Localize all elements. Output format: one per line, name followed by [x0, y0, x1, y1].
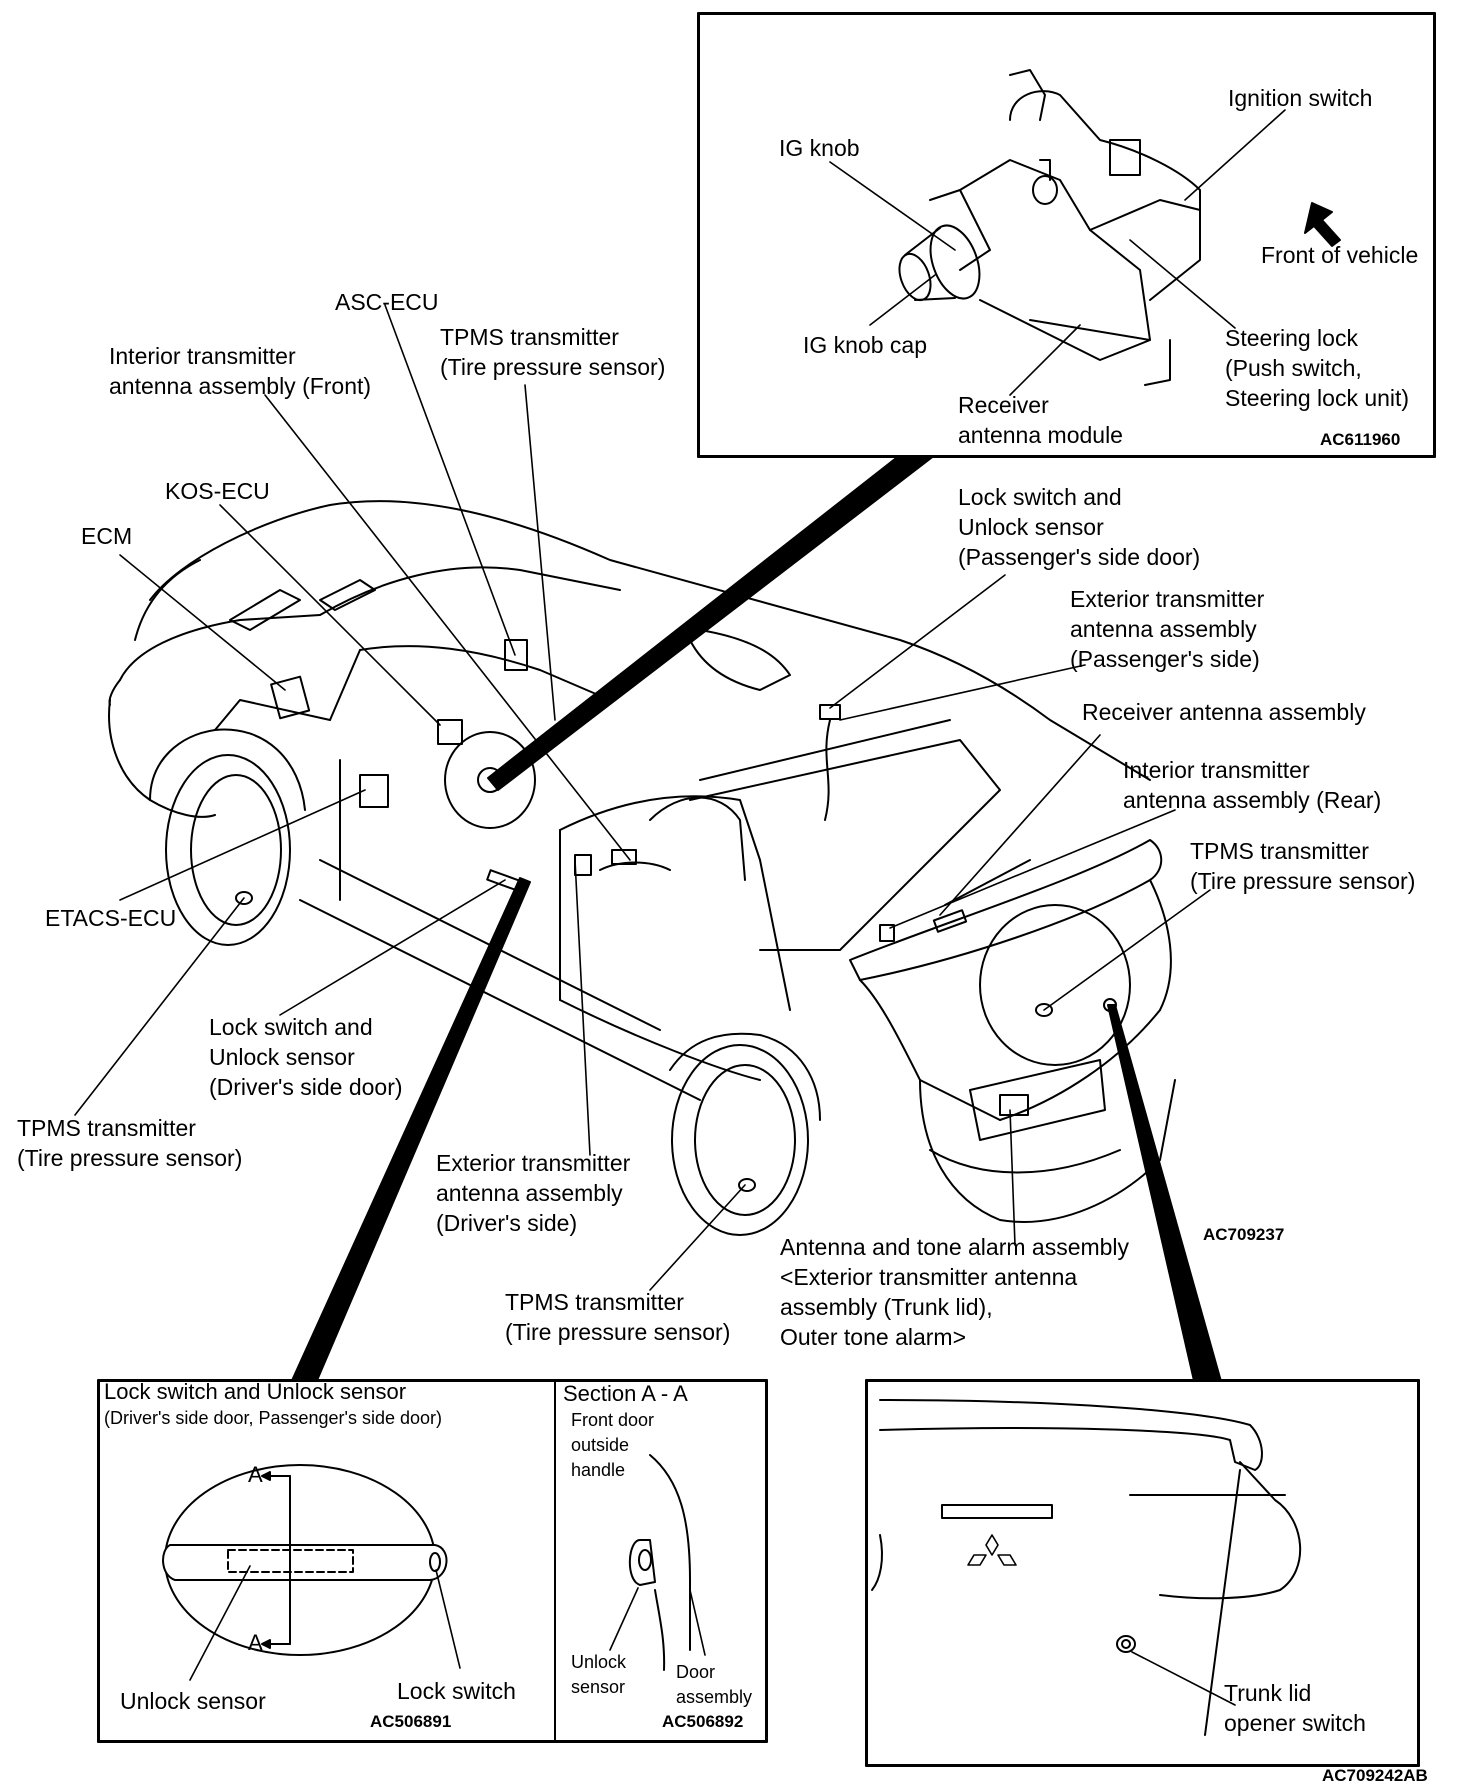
- label-lock-switch: Lock switch: [397, 1678, 516, 1704]
- label-tpms-front-left: TPMS transmitter (Tire pressure sensor): [17, 1115, 243, 1171]
- section-marker-bottom: A: [248, 1630, 263, 1655]
- label-trunk-switch: Trunk lid opener switch: [1224, 1680, 1366, 1736]
- inset-lock-switch: [98, 1380, 767, 1742]
- inset-top-leaders: [829, 109, 1286, 396]
- label-receiver-antenna-assembly: Receiver antenna assembly: [1082, 699, 1366, 725]
- label-tpms-rear-left: TPMS transmitter (Tire pressure sensor): [505, 1289, 731, 1345]
- section-title: Section A - A: [563, 1381, 688, 1406]
- code-inset-left: AC506891: [370, 1712, 452, 1731]
- label-exterior-passenger: Exterior transmitter antenna assembly (P…: [1070, 586, 1265, 672]
- label-etacs-ecu: ETACS-ECU: [45, 905, 177, 931]
- label-ig-knob-cap: IG knob cap: [803, 332, 928, 358]
- label-lock-driver: Lock switch and Unlock sensor (Driver's …: [209, 1014, 403, 1100]
- code-inset-section: AC506892: [662, 1712, 744, 1731]
- inset-left-title: Lock switch and Unlock sensor: [104, 1379, 407, 1404]
- label-section-unlock-sensor: Unlock sensor: [571, 1652, 627, 1697]
- code-main: AC709237: [1203, 1225, 1285, 1244]
- inset-top: [698, 13, 1435, 457]
- label-interior-rear: Interior transmitter antenna assembly (R…: [1123, 757, 1382, 813]
- inset-left-subtitle: (Driver's side door, Passenger's side do…: [104, 1408, 443, 1428]
- leader-lines: [74, 304, 1211, 1291]
- section-marker-top: A: [248, 1462, 263, 1487]
- label-receiver-antenna-module: Receiver antenna module: [958, 392, 1123, 448]
- label-lock-passenger: Lock switch and Unlock sensor (Passenger…: [958, 484, 1201, 570]
- inset-right-art: [865, 1379, 1420, 1767]
- label-asc-ecu: ASC-ECU: [335, 289, 439, 315]
- code-bottom: AC709242AB: [1322, 1766, 1428, 1785]
- label-tpms-top: TPMS transmitter (Tire pressure sensor): [440, 324, 666, 380]
- label-antenna-tone: Antenna and tone alarm assembly <Exterio…: [780, 1234, 1130, 1350]
- inset-trunk: [866, 1380, 1419, 1766]
- label-kos-ecu: KOS-ECU: [165, 478, 270, 504]
- inset-top-art: [697, 12, 1436, 458]
- label-front-of-vehicle: Front of vehicle: [1261, 242, 1419, 268]
- label-front-door-handle: Front door outside handle: [571, 1410, 655, 1480]
- label-exterior-driver: Exterior transmitter antenna assembly (D…: [436, 1150, 631, 1236]
- label-tpms-rear-right: TPMS transmitter (Tire pressure sensor): [1190, 838, 1416, 894]
- label-steering-lock: Steering lock (Push switch, Steering loc…: [1225, 325, 1410, 411]
- front-of-vehicle-arrow-icon: [1304, 202, 1341, 247]
- callout-wedges: [289, 454, 1223, 1386]
- label-interior-front: Interior transmitter antenna assembly (F…: [109, 343, 372, 399]
- label-ignition-switch: Ignition switch: [1228, 85, 1373, 111]
- inset-left-art: [97, 1379, 768, 1743]
- code-inset-top: AC611960: [1320, 430, 1401, 449]
- car-outline: [108, 500, 1176, 1236]
- label-unlock-sensor: Unlock sensor: [120, 1688, 266, 1714]
- label-ig-knob: IG knob: [779, 135, 860, 161]
- label-door-assembly: Door assembly: [676, 1662, 753, 1707]
- label-ecm: ECM: [81, 523, 133, 549]
